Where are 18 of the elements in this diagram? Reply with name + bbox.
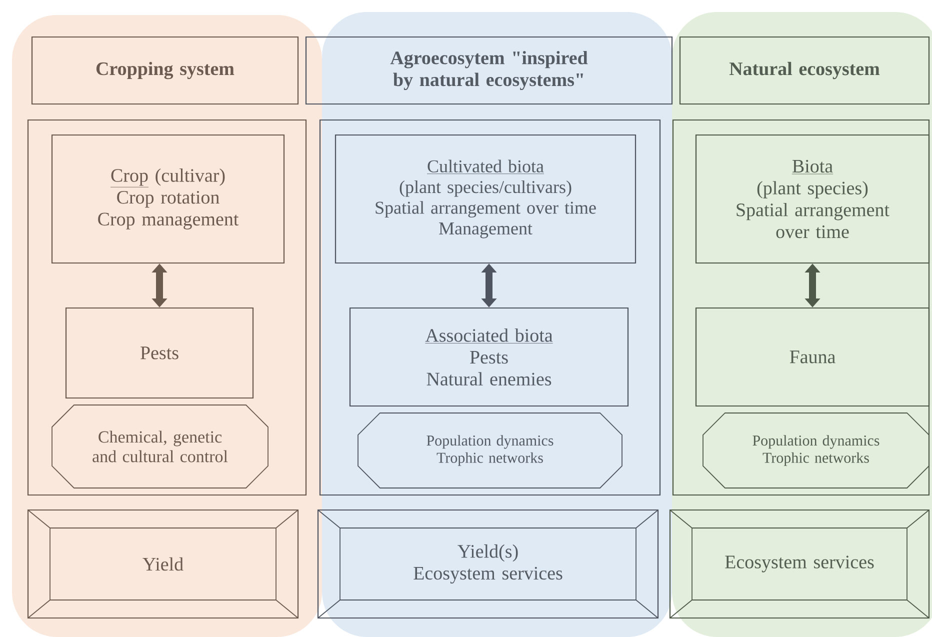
- octagon-box: Population dynamics Trophic networks: [358, 412, 622, 488]
- text-box: Cultivated biota (plant species/cultivars) Spatial arrangement over time Management: [334, 134, 636, 264]
- octagon-box: Chemical, genetic and cultural control: [52, 404, 268, 488]
- bevel-box: Yield: [27, 509, 299, 619]
- bevel-box: Yield(s) Ecosystem services: [317, 509, 659, 619]
- heading-box: Cropping system: [31, 36, 299, 105]
- text-box: Biota (plant species) Spatial arrangement over time: [695, 134, 930, 264]
- text-box: Pests: [65, 307, 254, 399]
- heading-box: Natural ecosystem: [679, 36, 930, 105]
- text-box: Fauna: [695, 307, 930, 407]
- bevel-box: Ecosystem services: [669, 509, 930, 619]
- octagon-box: Population dynamics Trophic networks: [702, 412, 930, 488]
- column-frame: [27, 119, 307, 496]
- heading-box: Agroecosytem "inspired by natural ecosystems": [305, 36, 673, 105]
- column-frame: [319, 119, 661, 496]
- text-box: Associated biota Pests Natural enemies: [349, 307, 629, 407]
- column-frame: [672, 119, 930, 496]
- text-box: Crop (cultivar) Crop rotation Crop management: [51, 134, 285, 264]
